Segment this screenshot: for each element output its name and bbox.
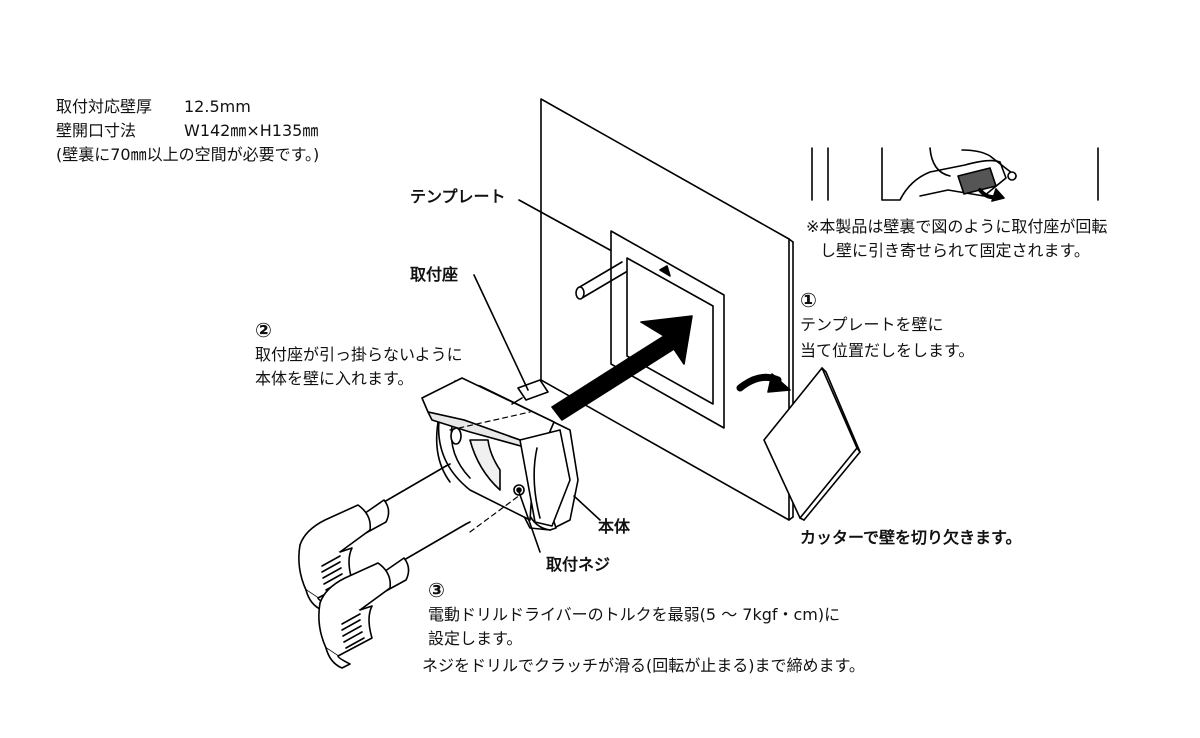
label-mount-seat: 取付座	[410, 265, 459, 284]
label-template: テンプレート	[410, 187, 506, 206]
step3-line3: ネジをドリルでクラッチが滑る(回転が止まる)まで締めます。	[422, 656, 865, 675]
drill-lower	[318, 521, 471, 669]
opening-label: 壁開口寸法	[56, 121, 137, 140]
label-body: 本体	[598, 517, 631, 536]
spec-note: (壁裏に70㎜以上の空間が必要です。)	[56, 145, 320, 164]
leader-template	[518, 199, 611, 251]
label-mount-screw: 取付ネジ	[546, 555, 611, 574]
step3-number: ③	[428, 578, 445, 602]
leader-mount-screw	[518, 491, 541, 553]
step1-line1: テンプレートを壁に	[800, 315, 944, 334]
inset-note-line2: し壁に引き寄せられて固定されます。	[820, 241, 1090, 260]
unit-body	[421, 377, 579, 531]
insert-arrow	[551, 315, 693, 421]
guide-line	[469, 494, 521, 533]
guide-line	[449, 411, 531, 431]
spec-opening: 壁開口寸法 W142㎜×H135㎜	[56, 120, 318, 142]
cutout-piece	[763, 367, 861, 521]
wall-thickness-value: 12.5mm	[184, 97, 251, 116]
curved-arrow	[736, 373, 791, 393]
step2-line1: 取付座が引っ掛らないように	[255, 345, 463, 364]
step1-line2: 当て位置だしをします。	[800, 341, 975, 360]
leader-body	[573, 495, 601, 521]
cutter-note: カッターで壁を切り欠きます。	[800, 528, 1022, 547]
inset-detail	[811, 147, 1099, 202]
step2-number: ②	[255, 318, 272, 342]
step3-line2: 設定します。	[428, 629, 523, 648]
step2-line2: 本体を壁に入れます。	[255, 369, 414, 388]
leader-mount-seat	[473, 274, 529, 391]
opening-value: W142㎜×H135㎜	[184, 121, 319, 140]
inset-note-line1: ※本製品は壁裏で図のように取付座が回転	[806, 217, 1108, 236]
template-pin	[575, 261, 627, 300]
spec-wall-thickness: 取付対応壁厚 12.5mm	[56, 96, 251, 118]
step3-line1: 電動ドリルドライバーのトルクを最弱(5 ～ 7kgf・cm)に	[428, 605, 841, 624]
wall-thickness-label: 取付対応壁厚	[56, 97, 153, 116]
step1-number: ①	[800, 288, 817, 312]
